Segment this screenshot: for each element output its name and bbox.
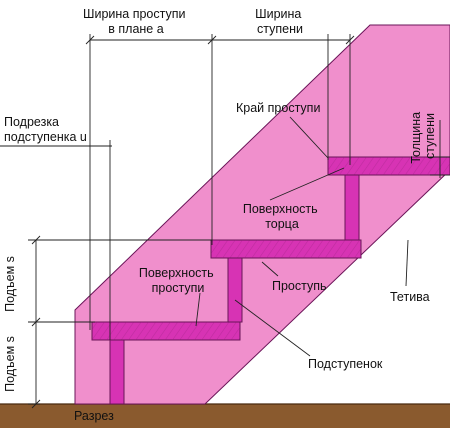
tread-edge-label: Край проступи — [236, 101, 320, 115]
tread-width-plan-label: Ширина проступи в плане a — [83, 7, 189, 36]
rise-lower-label: Подъем s — [3, 336, 17, 392]
riser-2 — [344, 174, 360, 241]
riser-label: Подступенок — [308, 357, 383, 371]
tread-2 — [210, 239, 362, 259]
tread-label: Проступь — [272, 279, 327, 293]
section-label: Разрез — [74, 409, 114, 423]
rise-upper-label: Подъем s — [3, 256, 17, 312]
stringer-board — [74, 24, 450, 405]
riser-1 — [227, 257, 243, 323]
tread-1 — [91, 321, 241, 341]
step-thickness-label: Толщина ступени — [409, 108, 437, 163]
tread-surface-label: Поверхность проступи — [139, 266, 217, 295]
stringer-label: Тетива — [390, 290, 430, 304]
nosing-offset-label: Подрезка подступенка u — [4, 115, 87, 144]
dimension-lines — [0, 34, 450, 409]
riser-bottom — [109, 339, 125, 405]
ground-strip — [0, 404, 450, 428]
end-surface-label: Поверхность торца — [243, 202, 321, 231]
leader-lines — [195, 116, 409, 357]
step-width-label: Ширина ступени — [255, 7, 305, 36]
tread-3 — [327, 156, 450, 176]
